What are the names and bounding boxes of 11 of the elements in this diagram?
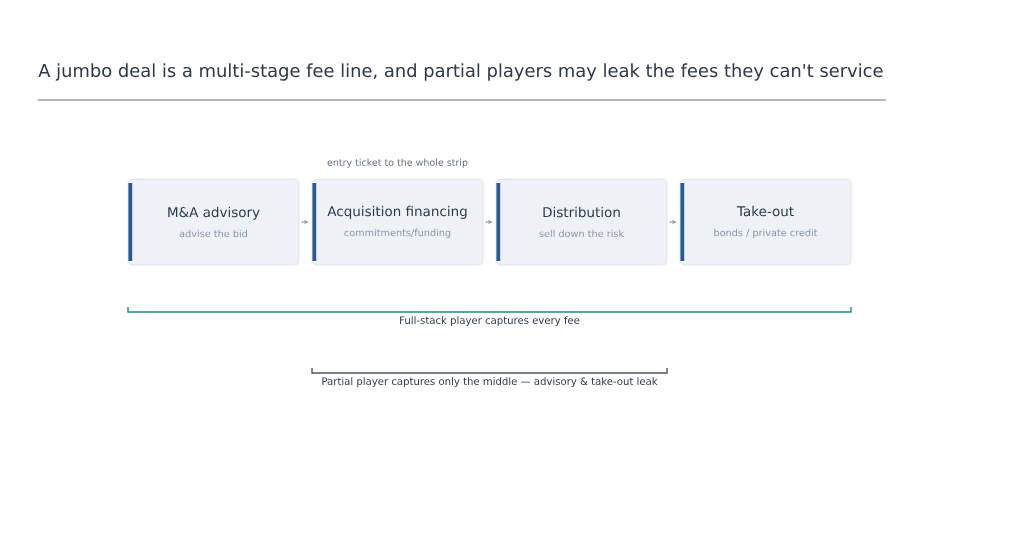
arrow [668, 220, 677, 224]
note-text: entry ticket to the whole strip [327, 158, 468, 168]
arrow [484, 220, 493, 224]
title: A jumbo deal is a multi-stage fee line, and partial players may leak the fees they can't service [38, 63, 883, 81]
bracket-label: Full-stack player captures every fee [400, 316, 580, 326]
arrow [300, 220, 309, 224]
stage-box: M&A advisory advise the bid [127, 178, 300, 266]
bracket-label: Partial player captures only the middle — advisory & take-out leak [322, 377, 658, 387]
stage-box: Distribution sell down the risk [495, 178, 668, 266]
stage-box: Acquisition financing commitments/funding [311, 178, 484, 266]
stage-box: Take-out bonds / private credit [679, 178, 852, 266]
